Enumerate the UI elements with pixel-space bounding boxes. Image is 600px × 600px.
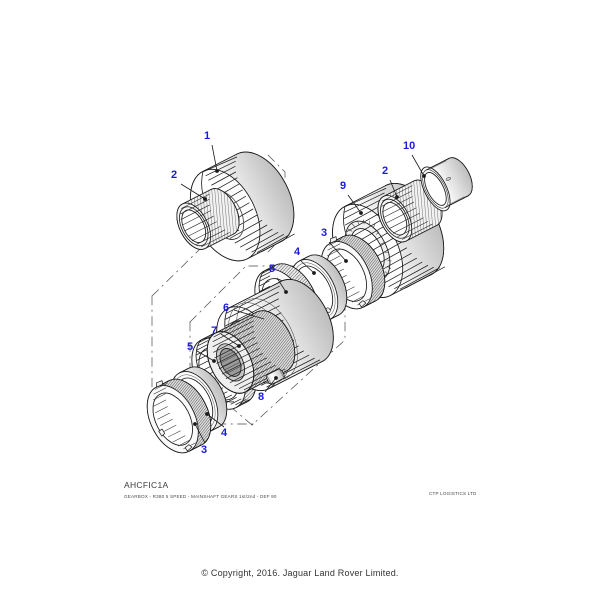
callout-label-4-upper[interactable]: 4 xyxy=(294,246,301,258)
callout-label-9[interactable]: 9 xyxy=(340,180,347,192)
part-2-needle-roller-bearing-upper-right xyxy=(377,179,443,243)
vendor-label: CTP LOGISTICS LTD xyxy=(429,491,477,496)
callout-label-3-lower[interactable]: 3 xyxy=(201,444,208,456)
callout-label-2-upper-left[interactable]: 2 xyxy=(171,169,178,181)
part-group-centre-hub xyxy=(206,279,334,394)
callout-label-7[interactable]: 7 xyxy=(211,325,218,337)
diagram-description: GEARBOX - R380 5 SPEED - MAINSHAFT GEARS… xyxy=(124,493,277,499)
copyright-notice: © Copyright, 2016. Jaguar Land Rover Lim… xyxy=(201,568,399,578)
callout-label-5-lower[interactable]: 5 xyxy=(187,341,194,353)
callout-label-1[interactable]: 1 xyxy=(204,130,211,142)
title-block: AHCFIC1A GEARBOX - R380 5 SPEED - MAINSH… xyxy=(124,480,484,499)
callout-leader-lines xyxy=(180,144,426,444)
callout-label-8[interactable]: 8 xyxy=(258,391,265,403)
part-10-bush-sleeve xyxy=(420,157,473,212)
callout-label-10[interactable]: 10 xyxy=(403,140,416,152)
callout-label-2-upper-right[interactable]: 2 xyxy=(382,165,389,177)
part-3-baulk-ring-lower xyxy=(146,378,212,454)
callout-label-3-upper[interactable]: 3 xyxy=(321,227,328,239)
callout-label-6[interactable]: 6 xyxy=(223,302,230,314)
diagram-code: AHCFIC1A xyxy=(124,480,169,490)
part-2-needle-roller-bearing-upper-left xyxy=(176,188,240,250)
callout-label-4-lower[interactable]: 4 xyxy=(221,427,228,439)
callout-label-5-upper[interactable]: 5 xyxy=(269,263,276,275)
part-group-upper-left xyxy=(176,151,295,262)
